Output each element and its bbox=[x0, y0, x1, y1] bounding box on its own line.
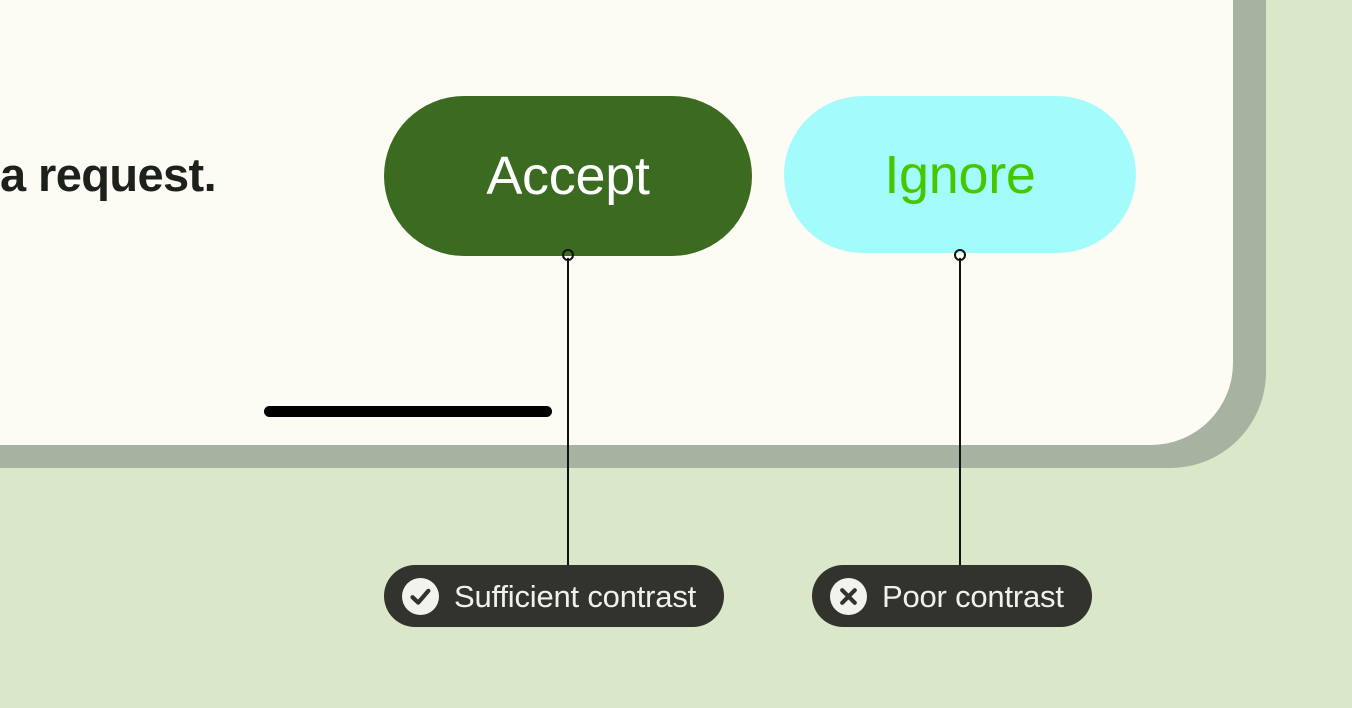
annotation-sufficient-contrast: Sufficient contrast bbox=[384, 565, 725, 627]
annotation-poor-label: Poor contrast bbox=[882, 578, 1064, 614]
leader-line-poor bbox=[959, 258, 961, 568]
leader-line-sufficient bbox=[567, 258, 569, 568]
annotation-sufficient-label: Sufficient contrast bbox=[454, 578, 697, 614]
accept-button[interactable]: Accept bbox=[384, 96, 752, 256]
message-text: a request. bbox=[0, 148, 217, 201]
leader-dot-poor bbox=[954, 249, 966, 261]
leader-dot-sufficient bbox=[562, 249, 574, 261]
annotation-poor-contrast: Poor contrast bbox=[812, 565, 1092, 627]
x-circle-icon bbox=[830, 577, 867, 615]
home-indicator bbox=[264, 406, 552, 417]
ignore-button[interactable]: Ignore bbox=[784, 96, 1136, 253]
check-circle-icon bbox=[402, 577, 439, 615]
